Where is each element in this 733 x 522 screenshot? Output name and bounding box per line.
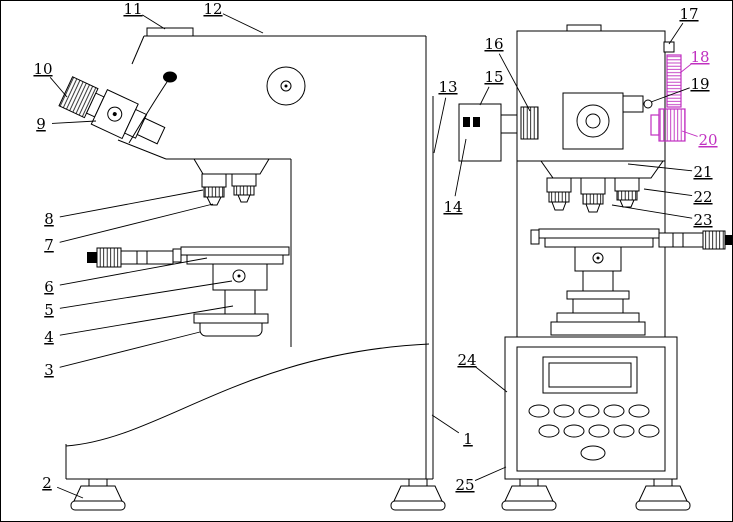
control-panel: [504, 336, 678, 480]
keypad-button: [638, 424, 660, 438]
callout-label-25: 25: [455, 476, 474, 494]
callout-label-1: 1: [463, 430, 473, 448]
callout-leader-21: [627, 163, 693, 172]
callout-leader-24: [475, 366, 508, 393]
callout-leader-12: [222, 13, 264, 34]
highlight-knob: [650, 108, 686, 142]
callout-leader-9: [51, 120, 97, 124]
callout-leader-25: [474, 466, 507, 481]
callout-label-22: 22: [693, 188, 712, 206]
top-cap-right: [566, 24, 602, 32]
objective-turret-right: [540, 160, 664, 213]
stage-assembly-right: [530, 228, 732, 336]
feet-right: [501, 478, 691, 511]
base-curve: [65, 343, 430, 447]
stage-plate-right: [538, 228, 660, 239]
feet-left: [70, 478, 446, 511]
callout-leader-17: [668, 22, 684, 45]
callout-leader-4: [59, 305, 234, 336]
callout-label-12: 12: [203, 1, 222, 18]
callout-label-20: 20: [698, 131, 717, 149]
keypad-button: [538, 424, 560, 438]
keypad-button: [613, 424, 635, 438]
eyepiece-assembly: [58, 76, 166, 145]
spindle-left: [224, 289, 256, 315]
callout-leader-10: [49, 77, 68, 98]
keypad-button: [603, 404, 625, 418]
callout-label-6: 6: [44, 278, 54, 296]
small-roller: [643, 99, 653, 109]
micrometer-knob-right: [702, 230, 726, 250]
keypad-button: [588, 424, 610, 438]
adapter-box: [458, 103, 522, 162]
right-machine: [501, 24, 732, 511]
keypad-button: [563, 424, 585, 438]
callout-label-23: 23: [693, 211, 712, 229]
callout-label-11: 11: [123, 1, 142, 18]
callout-leader-2: [56, 486, 84, 499]
callout-leader-18: [679, 63, 692, 74]
callout-leader-23: [611, 204, 693, 219]
indicator-dot: [128, 71, 177, 144]
callout-label-14: 14: [443, 198, 462, 216]
left-knob: [520, 106, 539, 140]
callout-leader-15: [479, 86, 490, 106]
callout-label-15: 15: [484, 68, 503, 86]
callout-leader-13: [433, 97, 447, 154]
spindle-right: [582, 270, 614, 292]
callout-label-8: 8: [44, 210, 54, 228]
callout-label-7: 7: [44, 236, 54, 254]
callout-label-5: 5: [44, 301, 54, 319]
keypad-button: [578, 404, 600, 418]
micrometer-barrel-right: [658, 232, 704, 248]
stage-assembly-left: [87, 246, 290, 337]
callout-leader-6: [59, 257, 208, 286]
keypad-button: [528, 404, 550, 418]
callout-label-10: 10: [33, 60, 52, 78]
callout-leader-8: [59, 189, 204, 218]
callout-leader-11: [142, 14, 166, 30]
keypad-button: [628, 404, 650, 418]
callout-label-17: 17: [679, 5, 698, 23]
top-cap-left: [146, 27, 194, 37]
sensor-square-1: [463, 117, 470, 127]
keypad: [528, 404, 660, 461]
right-machine-head: [516, 24, 675, 337]
dial: [266, 66, 306, 106]
callout-label-2: 2: [42, 474, 52, 492]
callout-leader-3: [59, 331, 201, 368]
highlight-strip: [666, 54, 682, 108]
callout-leader-22: [643, 188, 693, 196]
callout-leader-7: [59, 203, 214, 243]
callout-leader-14: [454, 138, 467, 197]
callout-leader-16: [498, 53, 531, 112]
callout-label-9: 9: [36, 115, 46, 133]
callout-leader-20: [681, 130, 698, 137]
callout-label-24: 24: [457, 351, 476, 369]
callout-label-19: 19: [690, 75, 709, 93]
objective-tip-left: [206, 196, 222, 206]
objective-turret-left: [193, 158, 270, 206]
callout-label-13: 13: [438, 78, 457, 96]
callout-leader-5: [59, 280, 233, 309]
side-pin: [663, 41, 675, 53]
stage-plate-left: [180, 246, 290, 256]
sensor-square-2: [473, 117, 480, 127]
callout-leader-1: [431, 414, 460, 434]
callout-leader-19: [650, 87, 690, 103]
keypad-main-button: [580, 445, 606, 461]
callout-label-21: 21: [693, 163, 712, 181]
callout-label-3: 3: [44, 361, 54, 379]
keypad-button: [553, 404, 575, 418]
callout-label-16: 16: [484, 35, 503, 53]
micrometer-knob-left: [96, 247, 122, 268]
callout-label-18: 18: [690, 48, 709, 66]
anvil-left: [199, 322, 263, 337]
callout-label-4: 4: [44, 328, 54, 346]
left-machine: [58, 27, 446, 511]
